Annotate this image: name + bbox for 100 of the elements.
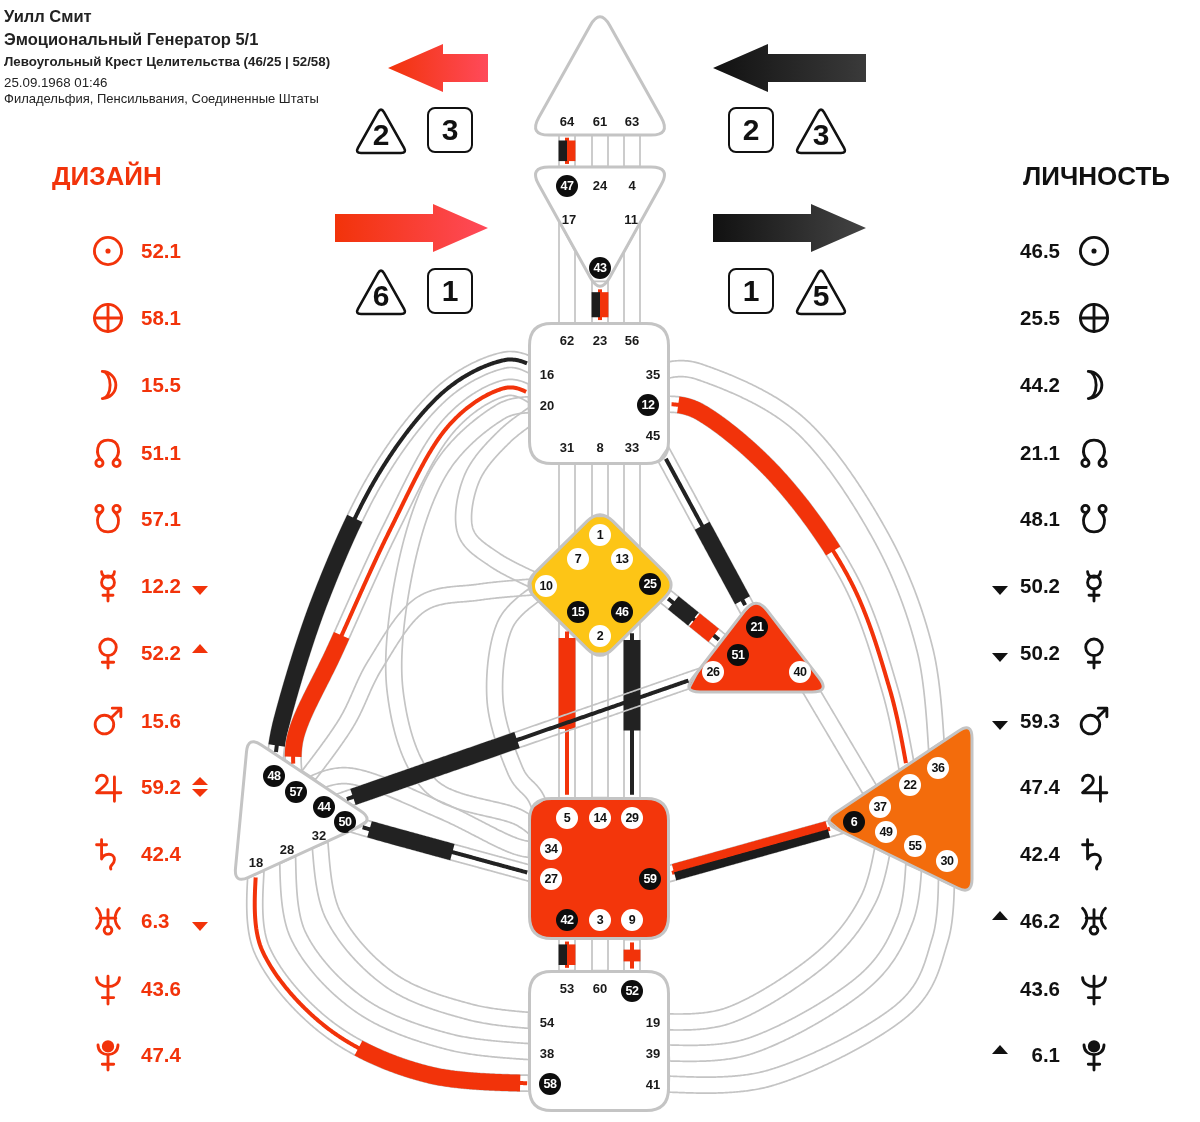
channel-line — [591, 134, 609, 168]
channel-line — [485, 588, 547, 809]
gate-number: 4 — [628, 177, 636, 193]
person-name: Уилл Смит — [4, 7, 92, 27]
gate-number: 18 — [248, 854, 264, 870]
planet-value: 58.1 — [141, 305, 181, 331]
number-in-square: 2 — [728, 107, 774, 153]
column-heading: ЛИЧНОСТЬ — [1023, 161, 1170, 193]
planet-value: 6.3 — [141, 908, 170, 934]
planet-value: 42.4 — [141, 841, 181, 867]
channel-line — [311, 841, 530, 1030]
planet-value: 50.2 — [1020, 640, 1060, 666]
planet-value: 48.1 — [1020, 506, 1060, 532]
channel-line — [667, 359, 945, 751]
planet-value: 44.2 — [1020, 372, 1060, 398]
channel-line — [384, 396, 530, 835]
planet-value: 59.2 — [141, 774, 181, 800]
planet-value: 47.4 — [1020, 774, 1060, 800]
gate-number: 62 — [559, 332, 575, 348]
channel-line — [245, 869, 530, 1093]
planet-value: 51.1 — [141, 440, 181, 466]
channel-line — [623, 621, 641, 799]
number-in-triangle: 3 — [793, 105, 849, 155]
planet-value: 25.5 — [1020, 305, 1060, 331]
channel-line — [309, 766, 530, 859]
planet-value: 46.2 — [1020, 908, 1060, 934]
channel-line — [591, 937, 609, 972]
gate-number: 32 — [311, 827, 327, 843]
planet-value: 52.1 — [141, 238, 181, 264]
channel-line — [623, 134, 641, 168]
planet-value: 59.3 — [1020, 708, 1060, 734]
cross-text: Левоугольный Крест Целительства (46/25 | 52/58) — [4, 54, 331, 70]
gate-number: 17 — [561, 211, 577, 227]
channel-line — [623, 938, 641, 973]
date-time-text: 25.09.1968 01:46 — [4, 75, 108, 91]
square-center — [528, 797, 670, 940]
number-in-triangle: 6 — [353, 266, 409, 316]
channel-line — [558, 220, 576, 324]
number-in-square: 1 — [427, 268, 473, 314]
gate-number: 61 — [592, 113, 608, 129]
gate-number: 64 — [559, 113, 575, 129]
gate-number: 63 — [624, 113, 640, 129]
number-in-square: 1 — [728, 268, 774, 314]
planet-value: 43.6 — [141, 976, 181, 1002]
place-text: Филадельфия, Пенсильвания, Соединенные Штаты — [4, 91, 319, 107]
channel-line — [335, 667, 701, 807]
channel-line — [667, 878, 956, 1094]
planet-value: 15.6 — [141, 708, 181, 734]
channel-line — [278, 855, 531, 1061]
square-center — [528, 322, 670, 465]
channel-line — [558, 621, 576, 799]
channel-line — [667, 863, 923, 1063]
gate-number: 16 — [539, 366, 555, 382]
channel-line — [623, 222, 641, 324]
gate-number: 19 — [645, 1014, 661, 1030]
planet-value: 6.1 — [1031, 1042, 1060, 1068]
gate-number: 8 — [596, 439, 604, 455]
channel-line — [454, 406, 537, 588]
channel-line — [558, 134, 576, 168]
gate-number: 56 — [624, 332, 640, 348]
gate-number: 60 — [592, 980, 608, 996]
gate-number: 11 — [624, 211, 638, 227]
gate-number: 41 — [645, 1076, 661, 1092]
gate-number: 35 — [645, 366, 661, 382]
planet-value: 50.2 — [1020, 573, 1060, 599]
gate-number: 39 — [645, 1045, 661, 1061]
planet-value: 46.5 — [1020, 238, 1060, 264]
gate-number: 24 — [592, 177, 608, 193]
gate-number: 31 — [559, 439, 575, 455]
channel-line — [267, 350, 531, 761]
gate-number: 33 — [624, 439, 640, 455]
planet-value: 47.4 — [141, 1042, 181, 1068]
channel-line — [668, 395, 915, 771]
channel-line — [657, 445, 755, 616]
channel-line — [591, 280, 609, 324]
number-in-square: 3 — [427, 107, 473, 153]
planet-value: 12.2 — [141, 573, 181, 599]
channel-line — [558, 463, 576, 550]
gate-number: 45 — [645, 427, 661, 443]
channel-line — [348, 819, 531, 883]
gate-number: 28 — [279, 841, 295, 857]
planet-value: 15.5 — [141, 372, 181, 398]
gate-number: 38 — [539, 1045, 555, 1061]
gate-number: 23 — [592, 332, 608, 348]
planet-value: 57.1 — [141, 506, 181, 532]
number-in-triangle: 5 — [793, 266, 849, 316]
square-center — [528, 970, 670, 1112]
channel-line — [591, 652, 609, 799]
planet-value: 52.2 — [141, 640, 181, 666]
planet-value: 21.1 — [1020, 440, 1060, 466]
gate-number: 20 — [539, 397, 555, 413]
channel-line — [659, 589, 727, 649]
channel-line — [591, 463, 609, 518]
channel-line — [623, 463, 641, 549]
column-heading: ДИЗАЙН — [52, 161, 162, 193]
number-in-triangle: 2 — [353, 105, 409, 155]
channel-line — [558, 937, 576, 972]
channel-line — [301, 578, 534, 781]
channel-line — [802, 690, 878, 795]
channel-line — [667, 846, 891, 1031]
